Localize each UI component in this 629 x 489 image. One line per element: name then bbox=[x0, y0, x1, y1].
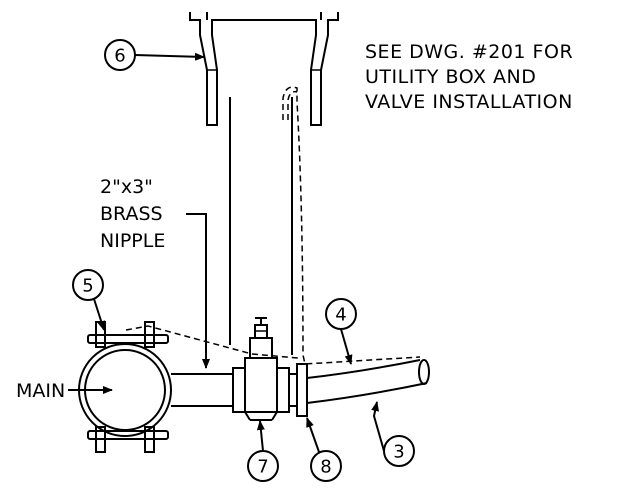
callout-5: 5 bbox=[72, 269, 106, 331]
callout-8-text: 8 bbox=[320, 457, 331, 478]
callout-6: 6 bbox=[104, 39, 205, 71]
callout-7-text: 7 bbox=[257, 457, 268, 478]
callout-6-text: 6 bbox=[114, 46, 125, 67]
callout-4-text: 4 bbox=[335, 305, 346, 326]
service-tubing bbox=[306, 359, 430, 404]
callout-7: 7 bbox=[247, 420, 279, 482]
tubing-dashed-inner bbox=[287, 90, 298, 120]
note-line-2: UTILITY BOX AND bbox=[365, 66, 536, 88]
callout-4: 4 bbox=[325, 298, 357, 365]
main-label: MAIN bbox=[16, 380, 65, 402]
nipple-label: 2"x3" BRASS NIPPLE bbox=[100, 176, 210, 369]
callout-5-text: 5 bbox=[82, 276, 93, 297]
callout-8: 8 bbox=[306, 417, 342, 482]
note-line-3: VALVE INSTALLATION bbox=[365, 91, 573, 113]
nipple-label-line-1: 2"x3" bbox=[100, 176, 153, 198]
corporation-stop bbox=[232, 317, 290, 421]
brass-nipple bbox=[171, 373, 233, 407]
tubing-dashed bbox=[282, 86, 421, 365]
nipple-label-line-3: NIPPLE bbox=[100, 230, 165, 252]
tubing-dashed-left bbox=[125, 325, 299, 359]
coupling bbox=[288, 363, 308, 417]
callout-3: 3 bbox=[371, 401, 415, 467]
callout-3-text: 3 bbox=[393, 442, 404, 463]
utility-box bbox=[189, 12, 339, 126]
installation-note: SEE DWG. #201 FOR UTILITY BOX AND VALVE … bbox=[365, 41, 573, 113]
note-line-1: SEE DWG. #201 FOR bbox=[365, 41, 573, 63]
main-pipe bbox=[78, 321, 172, 453]
nipple-label-line-2: BRASS bbox=[100, 203, 163, 225]
